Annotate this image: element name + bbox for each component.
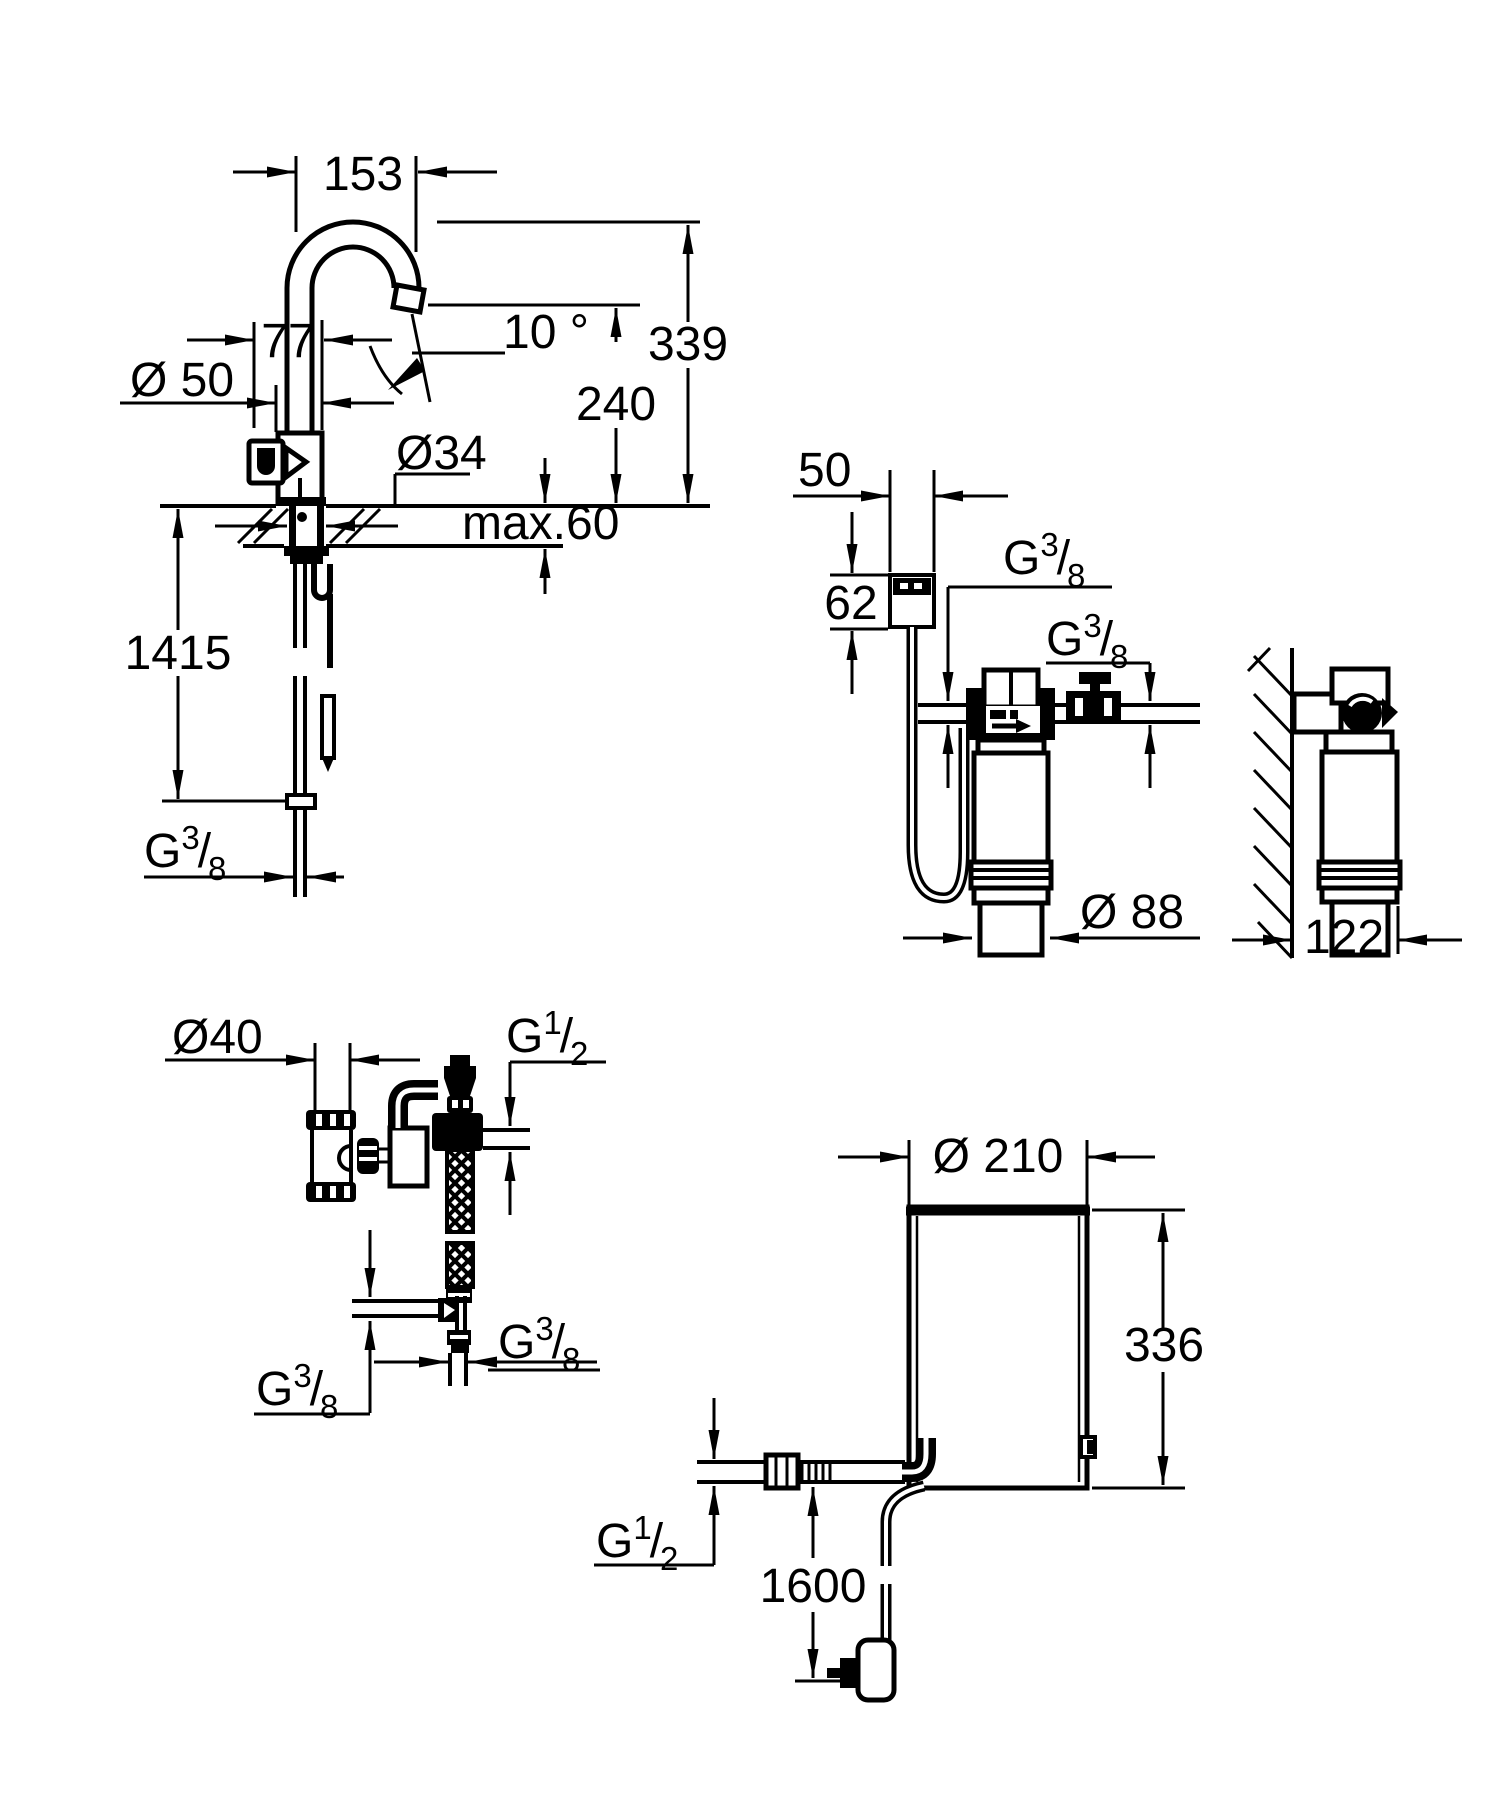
lower-connections <box>352 1296 471 1386</box>
flow-arrow-icon <box>1016 719 1031 733</box>
wall-bracket-head <box>1291 666 1398 755</box>
dim-label-head-height: 62 <box>824 577 877 630</box>
thread-label-boiler: G1/2 <box>596 1509 678 1577</box>
valve-handle <box>1079 672 1111 684</box>
braided-hose <box>445 1148 475 1303</box>
locknut <box>284 546 329 556</box>
sensor-probe <box>320 694 336 760</box>
dim-label-cord-length: 1600 <box>760 1560 867 1613</box>
control-cable <box>906 627 970 904</box>
boiler-drawing: Ø 210 336 <box>594 1130 1204 1703</box>
valve-drawing: Ø40 <box>165 1004 606 1425</box>
escutcheon <box>276 497 326 506</box>
hose-nut <box>763 1452 801 1491</box>
dim-boiler-thread: G1/2 <box>594 1398 720 1577</box>
filter-wall-drawing: 122 <box>1232 646 1462 964</box>
thread-label-outlet: G3/8 <box>1046 607 1128 675</box>
dim-label-supply-length: 1415 <box>125 627 232 680</box>
mounting-deck <box>160 497 710 564</box>
dim-heights: 240 339 <box>428 220 728 503</box>
dim-base-dia: Ø 50 <box>120 354 394 432</box>
dim-reach: 153 <box>233 148 497 252</box>
dim-cartridge-dia: Ø 88 <box>903 886 1200 944</box>
dim-label-valve-dia: Ø40 <box>172 1011 263 1064</box>
dim-label-height-overall: 339 <box>648 318 728 371</box>
wall-cartridge <box>1316 749 1403 958</box>
thread-label-inlet: G3/8 <box>1003 526 1085 594</box>
dim-valve-dia: Ø40 <box>165 1011 420 1110</box>
plug-prong <box>827 1668 841 1678</box>
thread-label-valve-top: G1/2 <box>506 1004 588 1072</box>
dim-supply-length: 1415 <box>125 509 292 803</box>
shutoff-valve <box>1066 691 1121 724</box>
dim-label-boiler-dia: Ø 210 <box>933 1130 1064 1183</box>
power-plug <box>855 1637 897 1703</box>
dim-head-height: 62 <box>824 512 888 694</box>
dim-label-deck-max: max.60 <box>462 497 619 550</box>
dim-label-head-width: 50 <box>798 444 851 497</box>
water-stream <box>410 313 432 403</box>
spout-nozzle <box>390 282 427 315</box>
dim-boiler-height: 336 <box>1092 1208 1204 1490</box>
dim-label-cartridge-dia: Ø 88 <box>1080 886 1184 939</box>
wall-hatching <box>1246 646 1294 960</box>
tee-body <box>432 1113 483 1151</box>
dim-label-reach: 153 <box>323 148 403 201</box>
dim-label-base-dia: Ø 50 <box>130 354 234 407</box>
shank-wall-left <box>289 506 296 546</box>
faucet-spout <box>284 219 432 433</box>
filter-cartridge <box>968 750 1054 958</box>
dim-valve-thread-branch: G3/8 <box>254 1230 376 1425</box>
dim-deck-max: max.60 <box>462 458 619 594</box>
dim-wall-depth: 122 <box>1232 906 1462 964</box>
dim-hole-dia: Ø34 <box>215 427 487 532</box>
shank-wall-right <box>317 506 324 546</box>
dim-label-body-width: 77 <box>261 315 314 368</box>
thread-label-valve-branch: G3/8 <box>256 1357 338 1425</box>
control-box <box>888 573 970 904</box>
wall-bracket <box>1291 691 1344 735</box>
dim-boiler-dia: Ø 210 <box>838 1130 1155 1205</box>
thread-label-valve-bottom: G3/8 <box>498 1310 580 1378</box>
dim-thread-inlet: G3/8 <box>942 526 1112 788</box>
dim-head-width: 50 <box>793 444 1008 572</box>
dim-label-angle: 10 ° <box>503 306 589 359</box>
filter-head <box>918 667 1200 756</box>
dim-label-height-outlet: 240 <box>576 378 656 431</box>
dim-thread-outlet: G3/8 <box>1046 607 1156 788</box>
handle-pointer <box>283 443 311 482</box>
dim-label-hole-dia: Ø34 <box>396 427 487 480</box>
dim-cord-length: 1600 <box>760 1487 867 1683</box>
dim-body-width: 77 <box>187 315 392 430</box>
dim-label-boiler-height: 336 <box>1124 1319 1204 1372</box>
valve-cylinder <box>306 1110 430 1202</box>
dim-valve-thread-top: G1/2 <box>504 1004 606 1215</box>
power-cord <box>827 1480 926 1703</box>
filter-drawing: 50 62 G3/8 <box>793 444 1200 958</box>
dim-label-wall-depth: 122 <box>1304 911 1384 964</box>
supply-connector <box>285 793 317 810</box>
faucet-drawing: 153 10 ° 77 Ø 50 <box>120 148 728 897</box>
angle-valve <box>388 1055 530 1151</box>
dim-spout-angle: 10 ° <box>368 306 589 396</box>
faucet-body <box>246 430 325 506</box>
boiler-tank <box>906 1204 1097 1491</box>
dim-faucet-thread: G3/8 <box>144 819 344 887</box>
boiler-hose <box>697 1438 936 1491</box>
cylinder-knob <box>357 1138 379 1174</box>
dim-valve-thread-bottom: G3/8 <box>374 1310 600 1378</box>
supply-lines <box>285 564 336 897</box>
